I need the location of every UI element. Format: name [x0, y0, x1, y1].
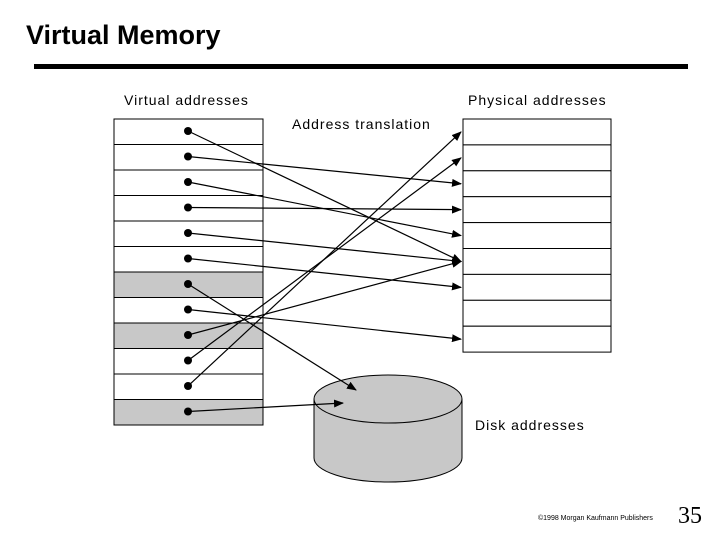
- mapping-arrow-6: [187, 283, 357, 391]
- mapping-arrow-11: [187, 399, 344, 413]
- page-number: 35: [678, 503, 702, 529]
- virtual-page-dots: [184, 127, 192, 416]
- mapping-arrow-8: [187, 259, 462, 336]
- mapping-arrow-0: [187, 130, 462, 262]
- physical-page-3: [462, 196, 612, 224]
- page-dot-6: [184, 280, 192, 288]
- page-dot-0: [184, 127, 192, 135]
- mapping-arrow-3: [187, 205, 462, 214]
- mapping-arrow-10: [187, 131, 462, 387]
- disk-cylinder: [313, 374, 463, 483]
- physical-page-6: [462, 273, 612, 301]
- physical-page-0: [462, 118, 612, 146]
- page-dot-3: [184, 203, 192, 212]
- page-dot-10: [184, 382, 192, 390]
- mapping-arrow-4: [187, 232, 462, 265]
- physical-page-7: [462, 299, 612, 327]
- page-dot-11: [184, 407, 192, 416]
- page-dot-1: [184, 152, 192, 161]
- address-translation-label: Address translation: [292, 116, 431, 132]
- virtual-page-table: [113, 118, 264, 426]
- mapping-arrow-1: [187, 155, 462, 187]
- page-dot-2: [184, 178, 192, 186]
- physical-page-table: [462, 118, 612, 353]
- mapping-arrow-7: [187, 308, 462, 343]
- page-dot-7: [184, 305, 192, 314]
- disk-addresses-label: Disk addresses: [475, 417, 585, 433]
- page-dot-9: [184, 356, 192, 365]
- page-dot-4: [184, 229, 192, 237]
- physical-addresses-label: Physical addresses: [468, 92, 607, 108]
- physical-page-1: [462, 144, 612, 172]
- slide-title: Virtual Memory: [26, 20, 221, 50]
- physical-page-5: [462, 248, 612, 275]
- page-dot-5: [184, 254, 192, 263]
- virtual-addresses-label: Virtual addresses: [124, 92, 249, 108]
- mapping-arrow-5: [187, 257, 462, 291]
- physical-page-2: [462, 170, 612, 198]
- page-dot-8: [184, 331, 192, 339]
- copyright-notice: ©1998 Morgan Kaufmann Publishers: [538, 515, 653, 522]
- physical-page-4: [462, 222, 612, 250]
- mapping-arrows: [187, 130, 462, 413]
- physical-page-8: [462, 325, 612, 353]
- title-divider: [34, 64, 688, 69]
